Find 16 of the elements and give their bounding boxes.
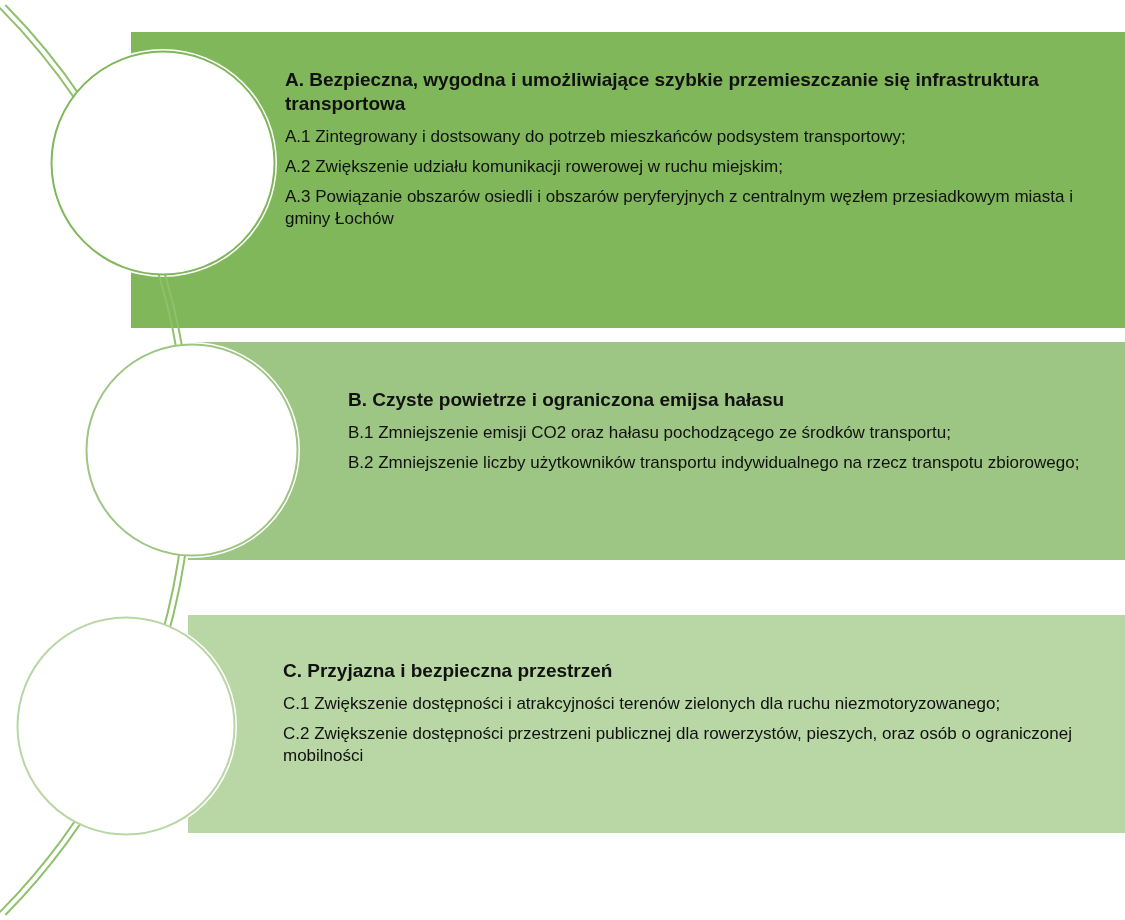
- circle-shape: [85, 343, 299, 557]
- goal-text: A.1 Zintegrowany i dostsowany do potrzeb mieszkańców podsystem transportowy;: [285, 126, 907, 148]
- goal-text: C.1 Zwiększenie dostępności i atrakcyjności terenów zielonych dla ruchu niezmotoryzowanego;: [283, 693, 1002, 715]
- text-band: [188, 615, 1125, 833]
- goal-text: C.2 Zwiększenie dostępności przestrzeni publicznej dla rowerzystów, pieszych, oraz osób o ograniczonej mobilności: [283, 723, 1073, 767]
- goal-text: A.2 Zwiększenie udziału komunikacji rowerowej w ruchu miejskim;: [285, 156, 784, 178]
- goal-text: A.3 Powiązanie obszarów osiedli i obszarów peryferyjnych z centralnym węzłem przesiadkowym miasta i gminy Łochów: [285, 186, 1074, 230]
- goal-text: B.1 Zmniejszenie emisji CO2 oraz hałasu pochodzącego ze środków transportu;: [348, 422, 952, 444]
- heading: B. Czyste powietrze i ograniczona emijsa hałasu: [348, 388, 786, 412]
- text-band: [188, 342, 1125, 560]
- circle-shape: [50, 50, 276, 276]
- circle-shape: [16, 616, 236, 836]
- goal-text: B.2 Zmniejszenie liczby użytkowników transportu indywidualnego na rzecz transpotu zbiorowego;: [348, 452, 1081, 474]
- heading: A. Bezpieczna, wygodna i umożliwiające szybkie przemieszczanie się infrastruktura transportowa: [285, 68, 1040, 116]
- heading: C. Przyjazna i bezpieczna przestrzeń: [283, 659, 614, 683]
- text-band: [131, 32, 1125, 328]
